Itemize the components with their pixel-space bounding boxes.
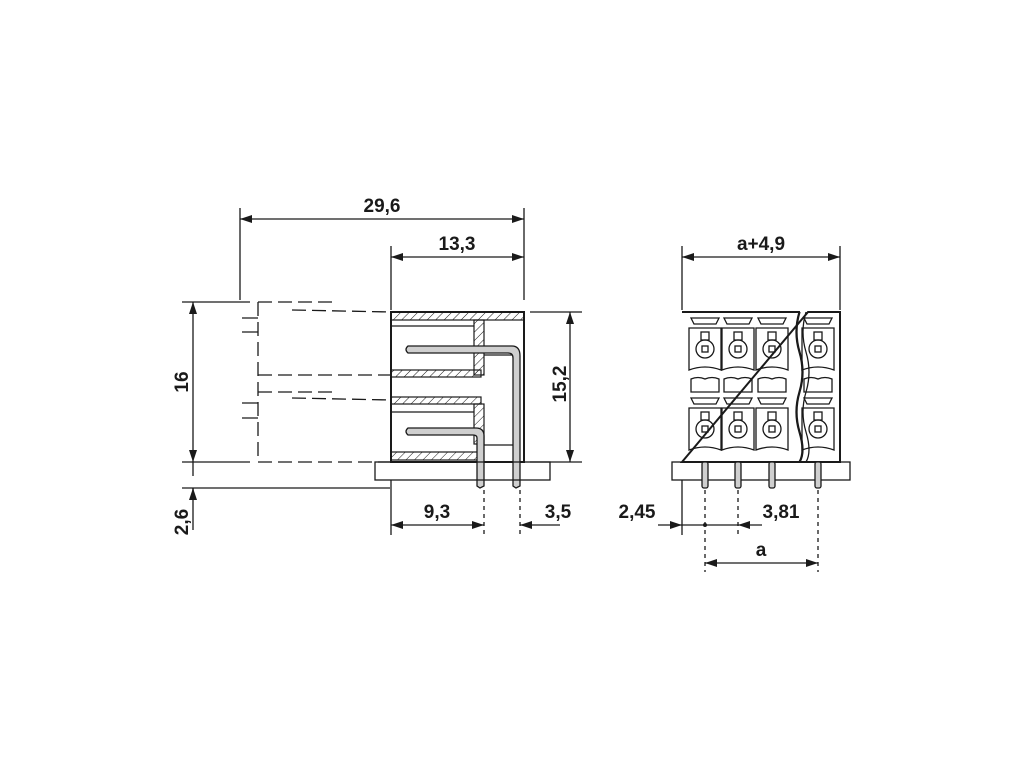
terminal-cell bbox=[755, 407, 789, 451]
terminal-cell bbox=[721, 407, 755, 451]
terminal-cell bbox=[755, 327, 789, 371]
terminal-window bbox=[733, 331, 743, 341]
screw-slot bbox=[814, 425, 822, 433]
terminal-window bbox=[813, 331, 823, 341]
terminal-tab bbox=[756, 317, 788, 325]
dim-overall-width: a+4,9 bbox=[737, 234, 785, 255]
dim-pin-offset: 9,3 bbox=[424, 502, 450, 523]
terminal-tab bbox=[802, 317, 834, 325]
screw-icon bbox=[808, 419, 828, 439]
pin bbox=[814, 461, 822, 489]
screw-icon bbox=[808, 339, 828, 359]
front-view bbox=[658, 246, 851, 572]
terminal-window bbox=[767, 331, 777, 341]
dim-pitch: 3,81 bbox=[763, 502, 800, 523]
latch bbox=[723, 376, 753, 393]
terminal-cell bbox=[801, 407, 835, 451]
screw-icon bbox=[762, 419, 782, 439]
side-view bbox=[182, 208, 582, 535]
dim-pin-length: 2,6 bbox=[172, 509, 193, 535]
screw-slot bbox=[734, 345, 742, 353]
terminal-tab bbox=[689, 317, 721, 325]
dim-edge-offset: 2,45 bbox=[619, 502, 656, 523]
terminal-cell bbox=[721, 327, 755, 371]
terminal-tab bbox=[722, 397, 754, 405]
terminal-cell bbox=[801, 327, 835, 371]
terminal-tab bbox=[689, 397, 721, 405]
dim-body-depth: 13,3 bbox=[439, 234, 476, 255]
screw-icon bbox=[695, 419, 715, 439]
screw-slot bbox=[768, 345, 776, 353]
terminal-window bbox=[767, 411, 777, 421]
screw-icon bbox=[762, 339, 782, 359]
screw-slot bbox=[814, 345, 822, 353]
terminal-window bbox=[813, 411, 823, 421]
latch bbox=[757, 376, 787, 393]
screw-icon bbox=[728, 419, 748, 439]
screw-slot bbox=[734, 425, 742, 433]
dim-overall-length: 29,6 bbox=[364, 196, 401, 217]
dim-pin-spacing: 3,5 bbox=[545, 502, 572, 523]
screw-slot bbox=[768, 425, 776, 433]
terminal-cell bbox=[688, 407, 722, 451]
terminal-cell bbox=[688, 327, 722, 371]
screw-icon bbox=[728, 339, 748, 359]
dim-body-height: 15,2 bbox=[550, 366, 571, 403]
terminal-window bbox=[700, 411, 710, 421]
terminal-tab bbox=[756, 397, 788, 405]
screw-slot bbox=[701, 345, 709, 353]
latch bbox=[803, 376, 833, 393]
latch bbox=[690, 376, 720, 393]
dim-total-height: 16 bbox=[172, 371, 193, 392]
screw-slot bbox=[701, 425, 709, 433]
terminal-tab bbox=[802, 397, 834, 405]
terminal-window bbox=[733, 411, 743, 421]
screw-icon bbox=[695, 339, 715, 359]
pin bbox=[701, 461, 709, 489]
pin bbox=[734, 461, 742, 489]
pin bbox=[768, 461, 776, 489]
terminal-window bbox=[700, 331, 710, 341]
dim-span: a bbox=[756, 540, 767, 561]
terminal-tab bbox=[722, 317, 754, 325]
